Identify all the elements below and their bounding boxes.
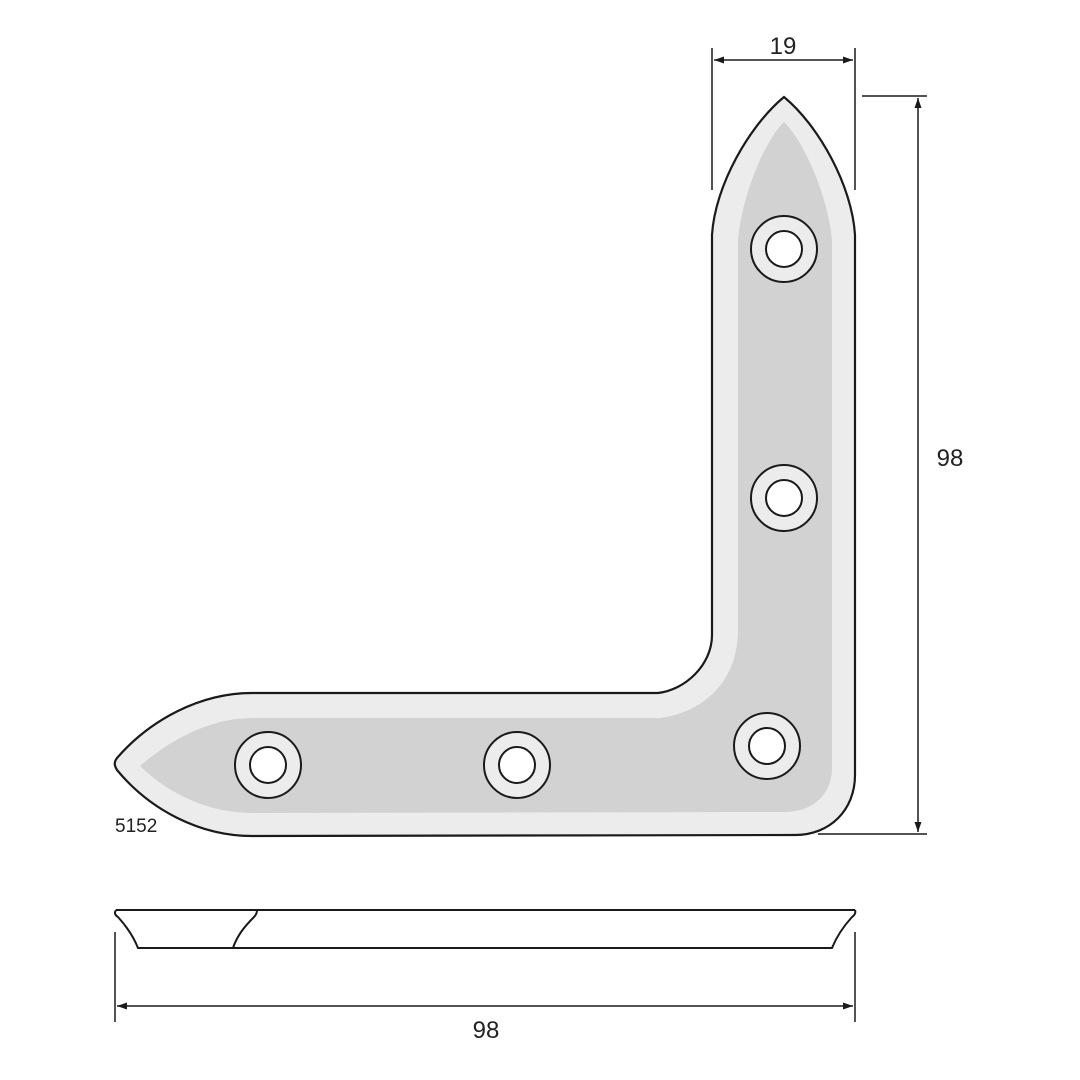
hole-4 xyxy=(483,731,551,799)
hole-2 xyxy=(750,464,818,532)
part-number: 5152 xyxy=(115,816,157,837)
dimension-width xyxy=(711,48,856,190)
mounting-holes xyxy=(234,215,818,799)
dimension-height-label: 98 xyxy=(937,445,964,472)
hole-5 xyxy=(234,731,302,799)
hole-3 xyxy=(733,712,801,780)
dimension-width-label: 19 xyxy=(770,33,797,60)
dimension-length-label: 98 xyxy=(473,1017,500,1044)
dimension-height xyxy=(818,95,927,835)
dimension-length xyxy=(114,932,856,1022)
side-view xyxy=(113,909,857,949)
hole-1 xyxy=(750,215,818,283)
